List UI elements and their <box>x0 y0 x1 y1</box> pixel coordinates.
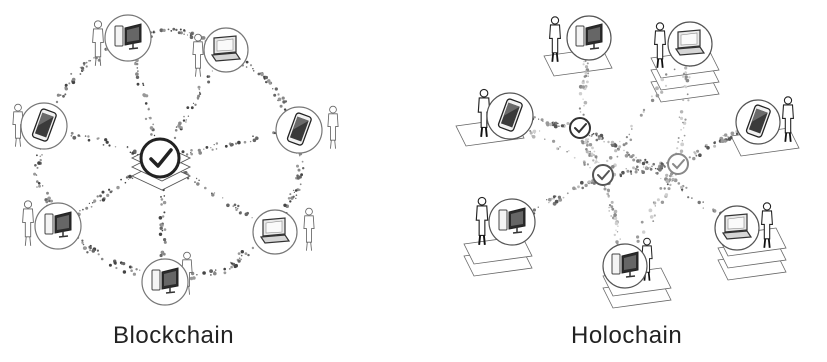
laptop-icon <box>261 218 289 243</box>
blockchain-caption: Blockchain <box>113 322 234 350</box>
holochain-caption: Holochain <box>571 322 682 350</box>
shared-ledger-icon <box>132 139 190 190</box>
blockchain-node-phone <box>13 103 67 149</box>
blockchain-diagram <box>13 15 338 305</box>
blockchain-node-desktop <box>23 201 81 249</box>
holochain-node-desktop <box>603 238 652 288</box>
check-circle-icon <box>668 154 688 174</box>
holochain-diagram <box>456 16 799 308</box>
check-circle-icon <box>570 118 590 138</box>
holochain-node-phone <box>478 89 533 139</box>
blockchain-node-desktop <box>142 252 192 305</box>
laptop-icon <box>676 30 704 55</box>
blockchain-node-laptop <box>253 208 314 254</box>
blockchain-node-phone <box>276 106 338 153</box>
blockchain-node-desktop <box>93 15 151 66</box>
check-circle-icon <box>593 165 613 185</box>
laptop-icon <box>723 214 751 239</box>
holochain-node-desktop <box>476 197 535 245</box>
laptop-icon <box>212 36 240 61</box>
